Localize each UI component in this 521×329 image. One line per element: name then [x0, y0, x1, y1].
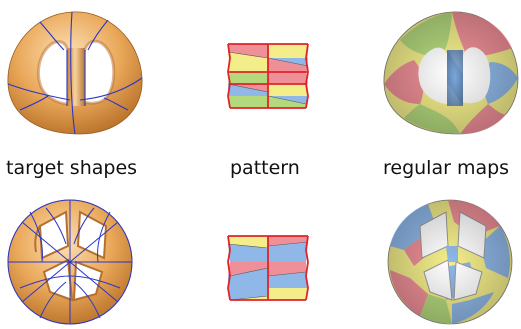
target-shape-bottom [8, 200, 132, 324]
pattern-bottom [228, 236, 308, 300]
regular-map-bottom [388, 200, 512, 324]
regular-map-top [384, 12, 518, 134]
caption-target-shapes: target shapes [6, 157, 137, 179]
caption-regular-maps: regular maps [383, 157, 509, 179]
pattern-top [228, 44, 308, 108]
target-shape-top [8, 12, 142, 134]
caption-pattern: pattern [230, 157, 300, 179]
